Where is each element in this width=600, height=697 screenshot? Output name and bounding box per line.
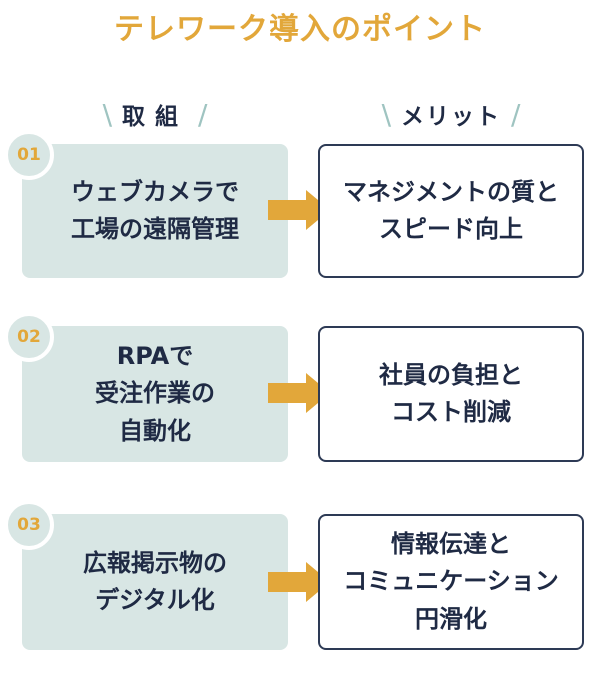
column-header-merits-label: メリット <box>401 104 501 130</box>
slash-right-decoration: / <box>511 97 521 131</box>
arrow-right-icon <box>268 190 330 230</box>
arrow-right-icon <box>268 373 330 413</box>
number-badge-3: 03 <box>4 500 54 550</box>
action-text-3: 広報掲示物の デジタル化 <box>83 548 227 614</box>
slash-left-decoration: \ <box>381 97 391 131</box>
merit-text-2: 社員の負担と コスト削減 <box>379 360 523 426</box>
column-header-actions: \ 取組 / <box>22 96 288 132</box>
number-badge-1: 01 <box>4 130 54 180</box>
number-badge-2: 02 <box>4 312 54 362</box>
action-text-1: ウェブカメラで 工場の遠隔管理 <box>71 177 239 243</box>
arrow-right-icon <box>268 562 330 602</box>
column-header-actions-label: 取組 <box>122 104 188 130</box>
slash-left-decoration: \ <box>102 97 112 131</box>
action-box-3: 広報掲示物の デジタル化 <box>22 514 288 650</box>
page-title: テレワーク導入のポイント <box>114 12 486 47</box>
merit-text-3: 情報伝達と コミュニケーション 円滑化 <box>343 530 559 633</box>
column-header-merits: \ メリット / <box>318 96 584 132</box>
slash-right-decoration: / <box>198 97 208 131</box>
action-box-1: ウェブカメラで 工場の遠隔管理 <box>22 144 288 278</box>
action-text-2: RPAで 受注作業の 自動化 <box>95 342 215 445</box>
merit-box-1: マネジメントの質と スピード向上 <box>318 144 584 278</box>
merit-box-3: 情報伝達と コミュニケーション 円滑化 <box>318 514 584 650</box>
merit-box-2: 社員の負担と コスト削減 <box>318 326 584 462</box>
action-box-2: RPAで 受注作業の 自動化 <box>22 326 288 462</box>
merit-text-1: マネジメントの質と スピード向上 <box>343 177 559 243</box>
